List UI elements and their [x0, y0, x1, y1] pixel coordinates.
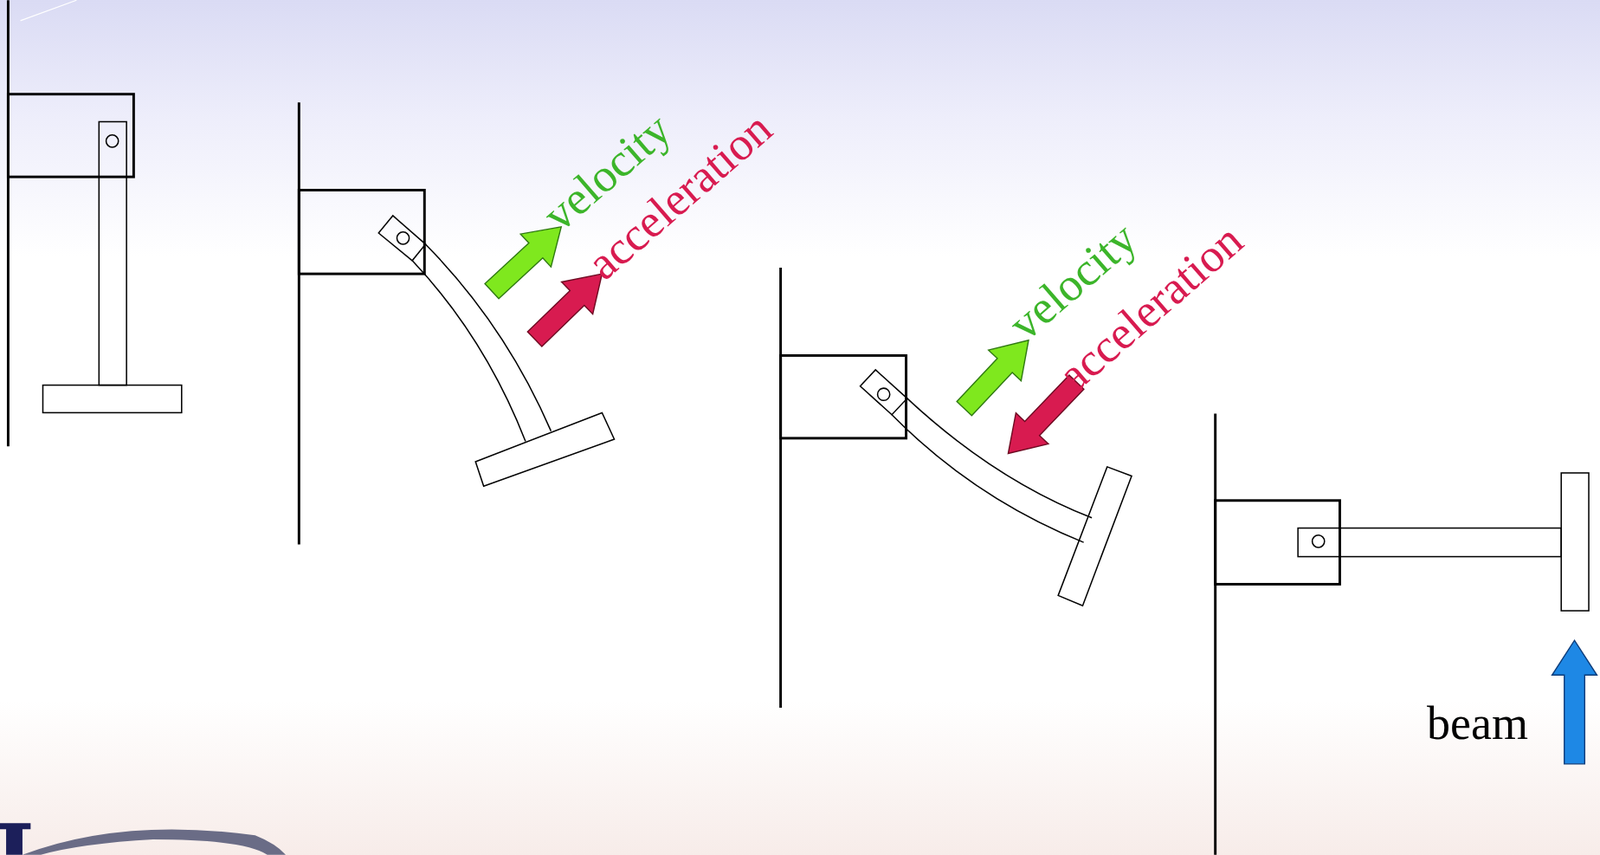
bent-rod-edge — [425, 244, 551, 432]
bent-rod-edge — [891, 414, 1084, 542]
wall — [6, 0, 10, 446]
pivot-tab — [378, 215, 426, 261]
tab-edge — [1339, 528, 1342, 557]
wall — [779, 267, 782, 708]
target-plate — [1058, 466, 1132, 606]
pivot — [106, 135, 119, 148]
velocity-arrow — [956, 340, 1029, 416]
wall — [1213, 413, 1217, 855]
beam-arrow — [1552, 639, 1598, 764]
pivot — [1312, 535, 1325, 548]
pendulum-rod — [1297, 528, 1562, 557]
logo-fragment — [0, 822, 31, 855]
target-plate — [43, 385, 182, 413]
pivot-tab — [860, 369, 908, 415]
pendulum-rod — [98, 122, 127, 386]
target-plate — [1561, 472, 1589, 611]
velocity-arrow — [484, 226, 562, 299]
pivot — [396, 232, 409, 245]
logo-swoosh — [22, 828, 286, 854]
holder-block — [1215, 500, 1341, 585]
beam-label: beam — [1426, 699, 1529, 747]
holder-block — [298, 189, 425, 274]
pivot — [877, 387, 891, 400]
holder-block — [7, 94, 134, 177]
background-streak — [20, 0, 78, 21]
wall — [297, 102, 301, 544]
target-plate — [475, 412, 614, 486]
acceleration-arrow — [527, 273, 602, 347]
holder-block — [780, 354, 907, 438]
